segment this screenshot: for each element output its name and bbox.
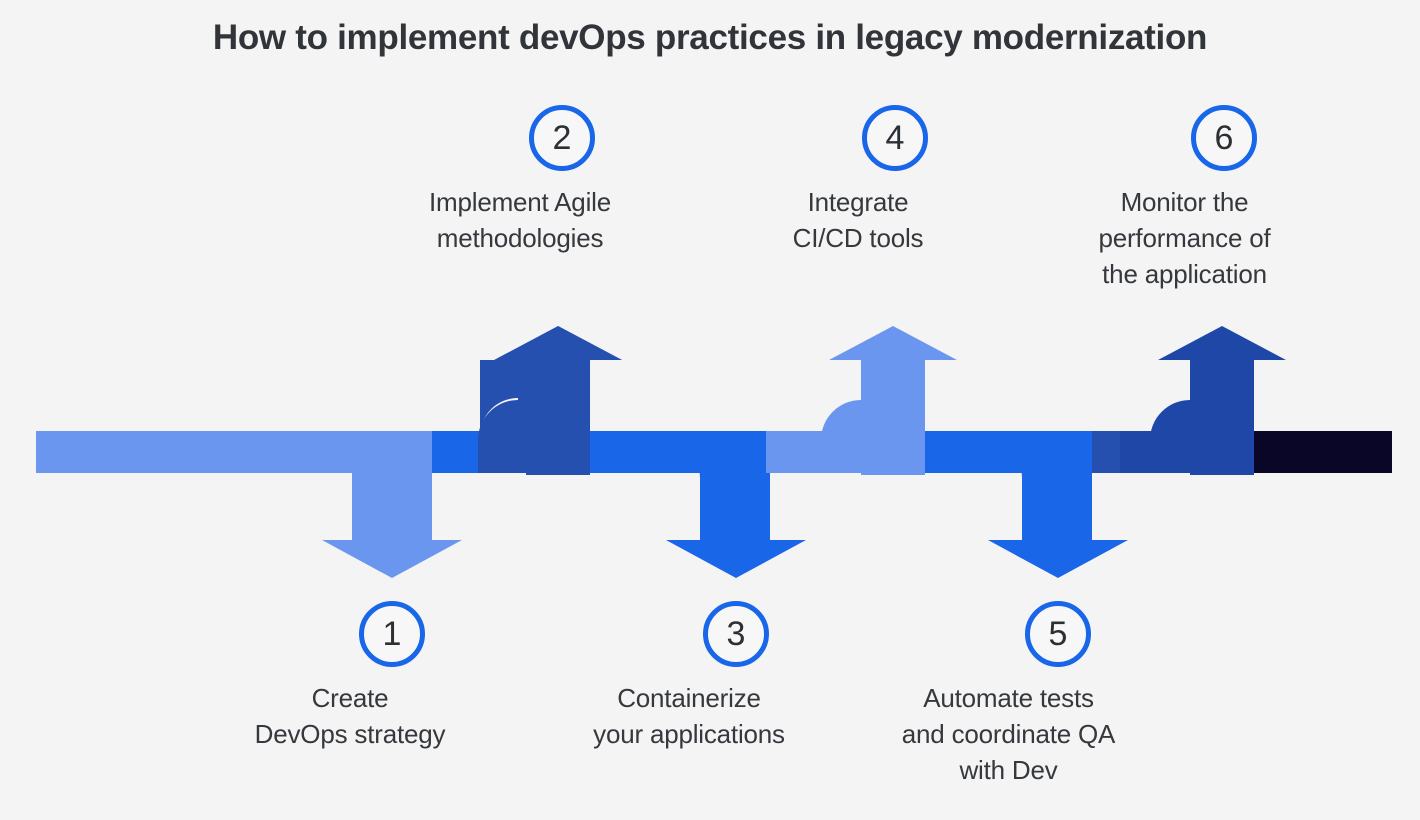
step-label: Containerize your applications bbox=[593, 683, 785, 749]
step-node-6[interactable]: 6 Monitor the performance of the applica… bbox=[1098, 105, 1290, 293]
arrow-step-3 bbox=[660, 431, 806, 578]
page-title: How to implement devOps practices in leg… bbox=[212, 18, 1208, 57]
step-number-badge: 2 bbox=[529, 105, 595, 171]
arrow-step-4 bbox=[766, 326, 957, 475]
step-node-2[interactable]: 2 Implement Agile methodologies bbox=[429, 105, 628, 257]
step-label: Create DevOps strategy bbox=[254, 683, 446, 749]
step-label: Automate tests and coordinate QA with De… bbox=[901, 683, 1116, 785]
step-node-4[interactable]: 4 Integrate CI/CD tools bbox=[793, 105, 961, 257]
step-number-badge: 3 bbox=[703, 601, 769, 667]
step-label: Implement Agile methodologies bbox=[429, 187, 611, 253]
arrow-step-5 bbox=[982, 431, 1128, 578]
step-number-badge: 5 bbox=[1025, 601, 1091, 667]
step-number-badge: 4 bbox=[862, 105, 928, 171]
step-number-badge: 1 bbox=[359, 601, 425, 667]
step-node-3[interactable]: 3 Containerize your applications bbox=[593, 601, 802, 753]
step-label: Integrate CI/CD tools bbox=[792, 187, 924, 253]
bar-segment-6 bbox=[1246, 431, 1392, 473]
arrow-step-2 bbox=[478, 326, 622, 475]
step-label: Monitor the performance of the applicati… bbox=[1098, 187, 1271, 289]
step-number-badge: 6 bbox=[1191, 105, 1257, 171]
step-node-5[interactable]: 5 Automate tests and coordinate QA with … bbox=[902, 601, 1124, 789]
step-node-1[interactable]: 1 Create DevOps strategy bbox=[255, 601, 458, 753]
arrow-step-6 bbox=[1120, 326, 1286, 475]
arrow-step-1 bbox=[284, 431, 462, 578]
